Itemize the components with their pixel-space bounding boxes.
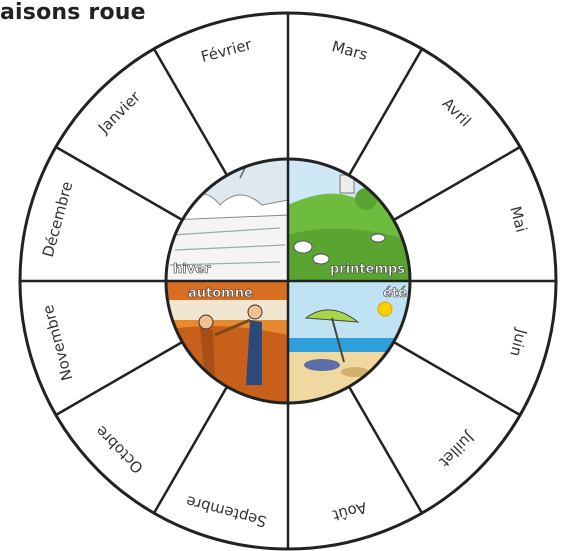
season-center: hiver printemps été automne	[164, 157, 412, 405]
month-divider	[55, 145, 183, 222]
month-divider	[393, 340, 521, 417]
season-label-winter: hiver	[173, 262, 211, 277]
page-title: aisons roue	[0, 0, 146, 25]
season-label-summer: été	[383, 286, 407, 301]
season-label-spring: printemps	[330, 262, 405, 277]
month-divider	[347, 386, 424, 514]
month-divider	[393, 145, 521, 222]
winter-quadrant	[166, 159, 289, 281]
month-divider	[152, 48, 229, 176]
month-divider	[55, 340, 183, 417]
spring-quadrant	[288, 159, 410, 281]
month-dividers	[20, 13, 556, 549]
month-divider	[152, 386, 229, 514]
season-label-autumn: automne	[188, 286, 253, 301]
month-divider	[347, 48, 424, 176]
autumn-quadrant	[166, 281, 288, 403]
